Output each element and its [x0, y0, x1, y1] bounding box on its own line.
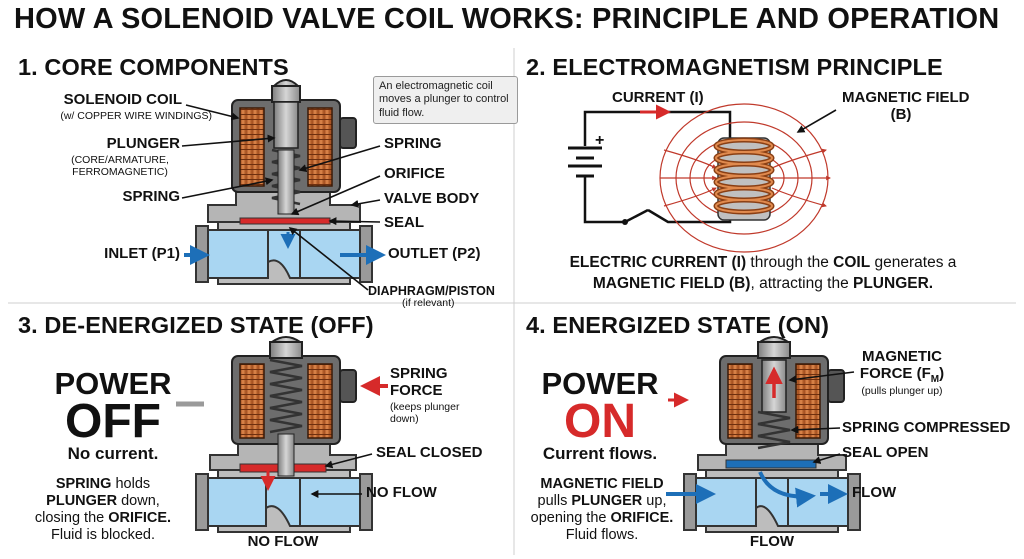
valve-illustration-off — [176, 337, 388, 532]
panel2-heading: 2. ELECTROMAGNETISM PRINCIPLE — [526, 54, 943, 80]
label-spring-force-sub: (keeps plunger down) — [390, 402, 480, 426]
panel4-state-on: ON — [538, 398, 662, 446]
page-title: HOW A SOLENOID VALVE COIL WORKS: PRINCIP… — [14, 3, 999, 35]
electromagnetism-circuit — [568, 104, 836, 252]
label-spring-left: SPRING — [122, 189, 180, 206]
label-diaphragm: DIAPHRAGM/PISTON — [368, 284, 495, 298]
label-magnetic-field-symbol: (B) — [842, 107, 960, 124]
label-seal-open: SEAL OPEN — [842, 445, 928, 462]
panel3-description: SPRING holds PLUNGER down, closing the O… — [10, 476, 196, 544]
label-plunger-sub: (CORE/ARMATURE, FERROMAGNETIC) — [60, 155, 180, 179]
panel3-heading: 3. DE-ENERGIZED STATE (OFF) — [18, 312, 374, 338]
label-magnetic-field: MAGNETIC FIELD — [842, 90, 960, 107]
panel4-bottom-flow: FLOW — [694, 534, 850, 551]
panel2-explanation-line1: ELECTRIC CURRENT (I) through the COIL ge… — [528, 253, 998, 273]
label-plunger: PLUNGER — [107, 136, 180, 153]
label-spring-force: SPRING — [390, 366, 448, 383]
label-current: CURRENT (I) — [612, 90, 704, 107]
label-solenoid-coil-sub: (w/ COPPER WIRE WINDINGS) — [60, 111, 212, 123]
panel1-heading: 1. CORE COMPONENTS — [18, 54, 289, 80]
label-orifice: ORIFICE — [384, 166, 445, 183]
panel3-state-off: OFF — [48, 398, 178, 446]
label-valve-body: VALVE BODY — [384, 191, 479, 208]
panel4-status: Current flows. — [538, 444, 662, 463]
label-seal-closed: SEAL CLOSED — [376, 445, 482, 462]
label-no-flow: NO FLOW — [366, 485, 437, 502]
label-magnetic-force: MAGNETIC — [846, 349, 958, 366]
panel3-status: No current. — [48, 444, 178, 463]
label-solenoid-coil: SOLENOID COIL — [64, 92, 182, 109]
label-flow: FLOW — [852, 485, 896, 502]
label-seal: SEAL — [384, 215, 424, 232]
label-diaphragm-sub: (if relevant) — [402, 298, 455, 310]
panel3-bottom-no-flow: NO FLOW — [206, 534, 360, 551]
panel4-heading: 4. ENERGIZED STATE (ON) — [526, 312, 829, 338]
label-spring-right: SPRING — [384, 136, 442, 153]
label-magnetic-force-2: FORCE (FM) — [846, 366, 958, 385]
label-inlet: INLET (P1) — [104, 246, 180, 263]
valve-illustration-components — [184, 80, 382, 284]
label-spring-force-2: FORCE — [390, 383, 443, 400]
label-spring-compressed: SPRING COMPRESSED — [842, 420, 1010, 437]
battery-plus: + — [595, 132, 604, 150]
label-magnetic-force-sub: (pulls plunger up) — [846, 386, 958, 398]
panel1-note: An electromagnetic coil moves a plunger … — [373, 76, 518, 124]
valve-illustration-on — [666, 337, 860, 532]
panel4-description: MAGNETIC FIELD pulls PLUNGER up, opening… — [520, 476, 684, 544]
label-outlet: OUTLET (P2) — [388, 246, 481, 263]
panel2-explanation-line2: MAGNETIC FIELD (B), attracting the PLUNG… — [528, 274, 998, 294]
